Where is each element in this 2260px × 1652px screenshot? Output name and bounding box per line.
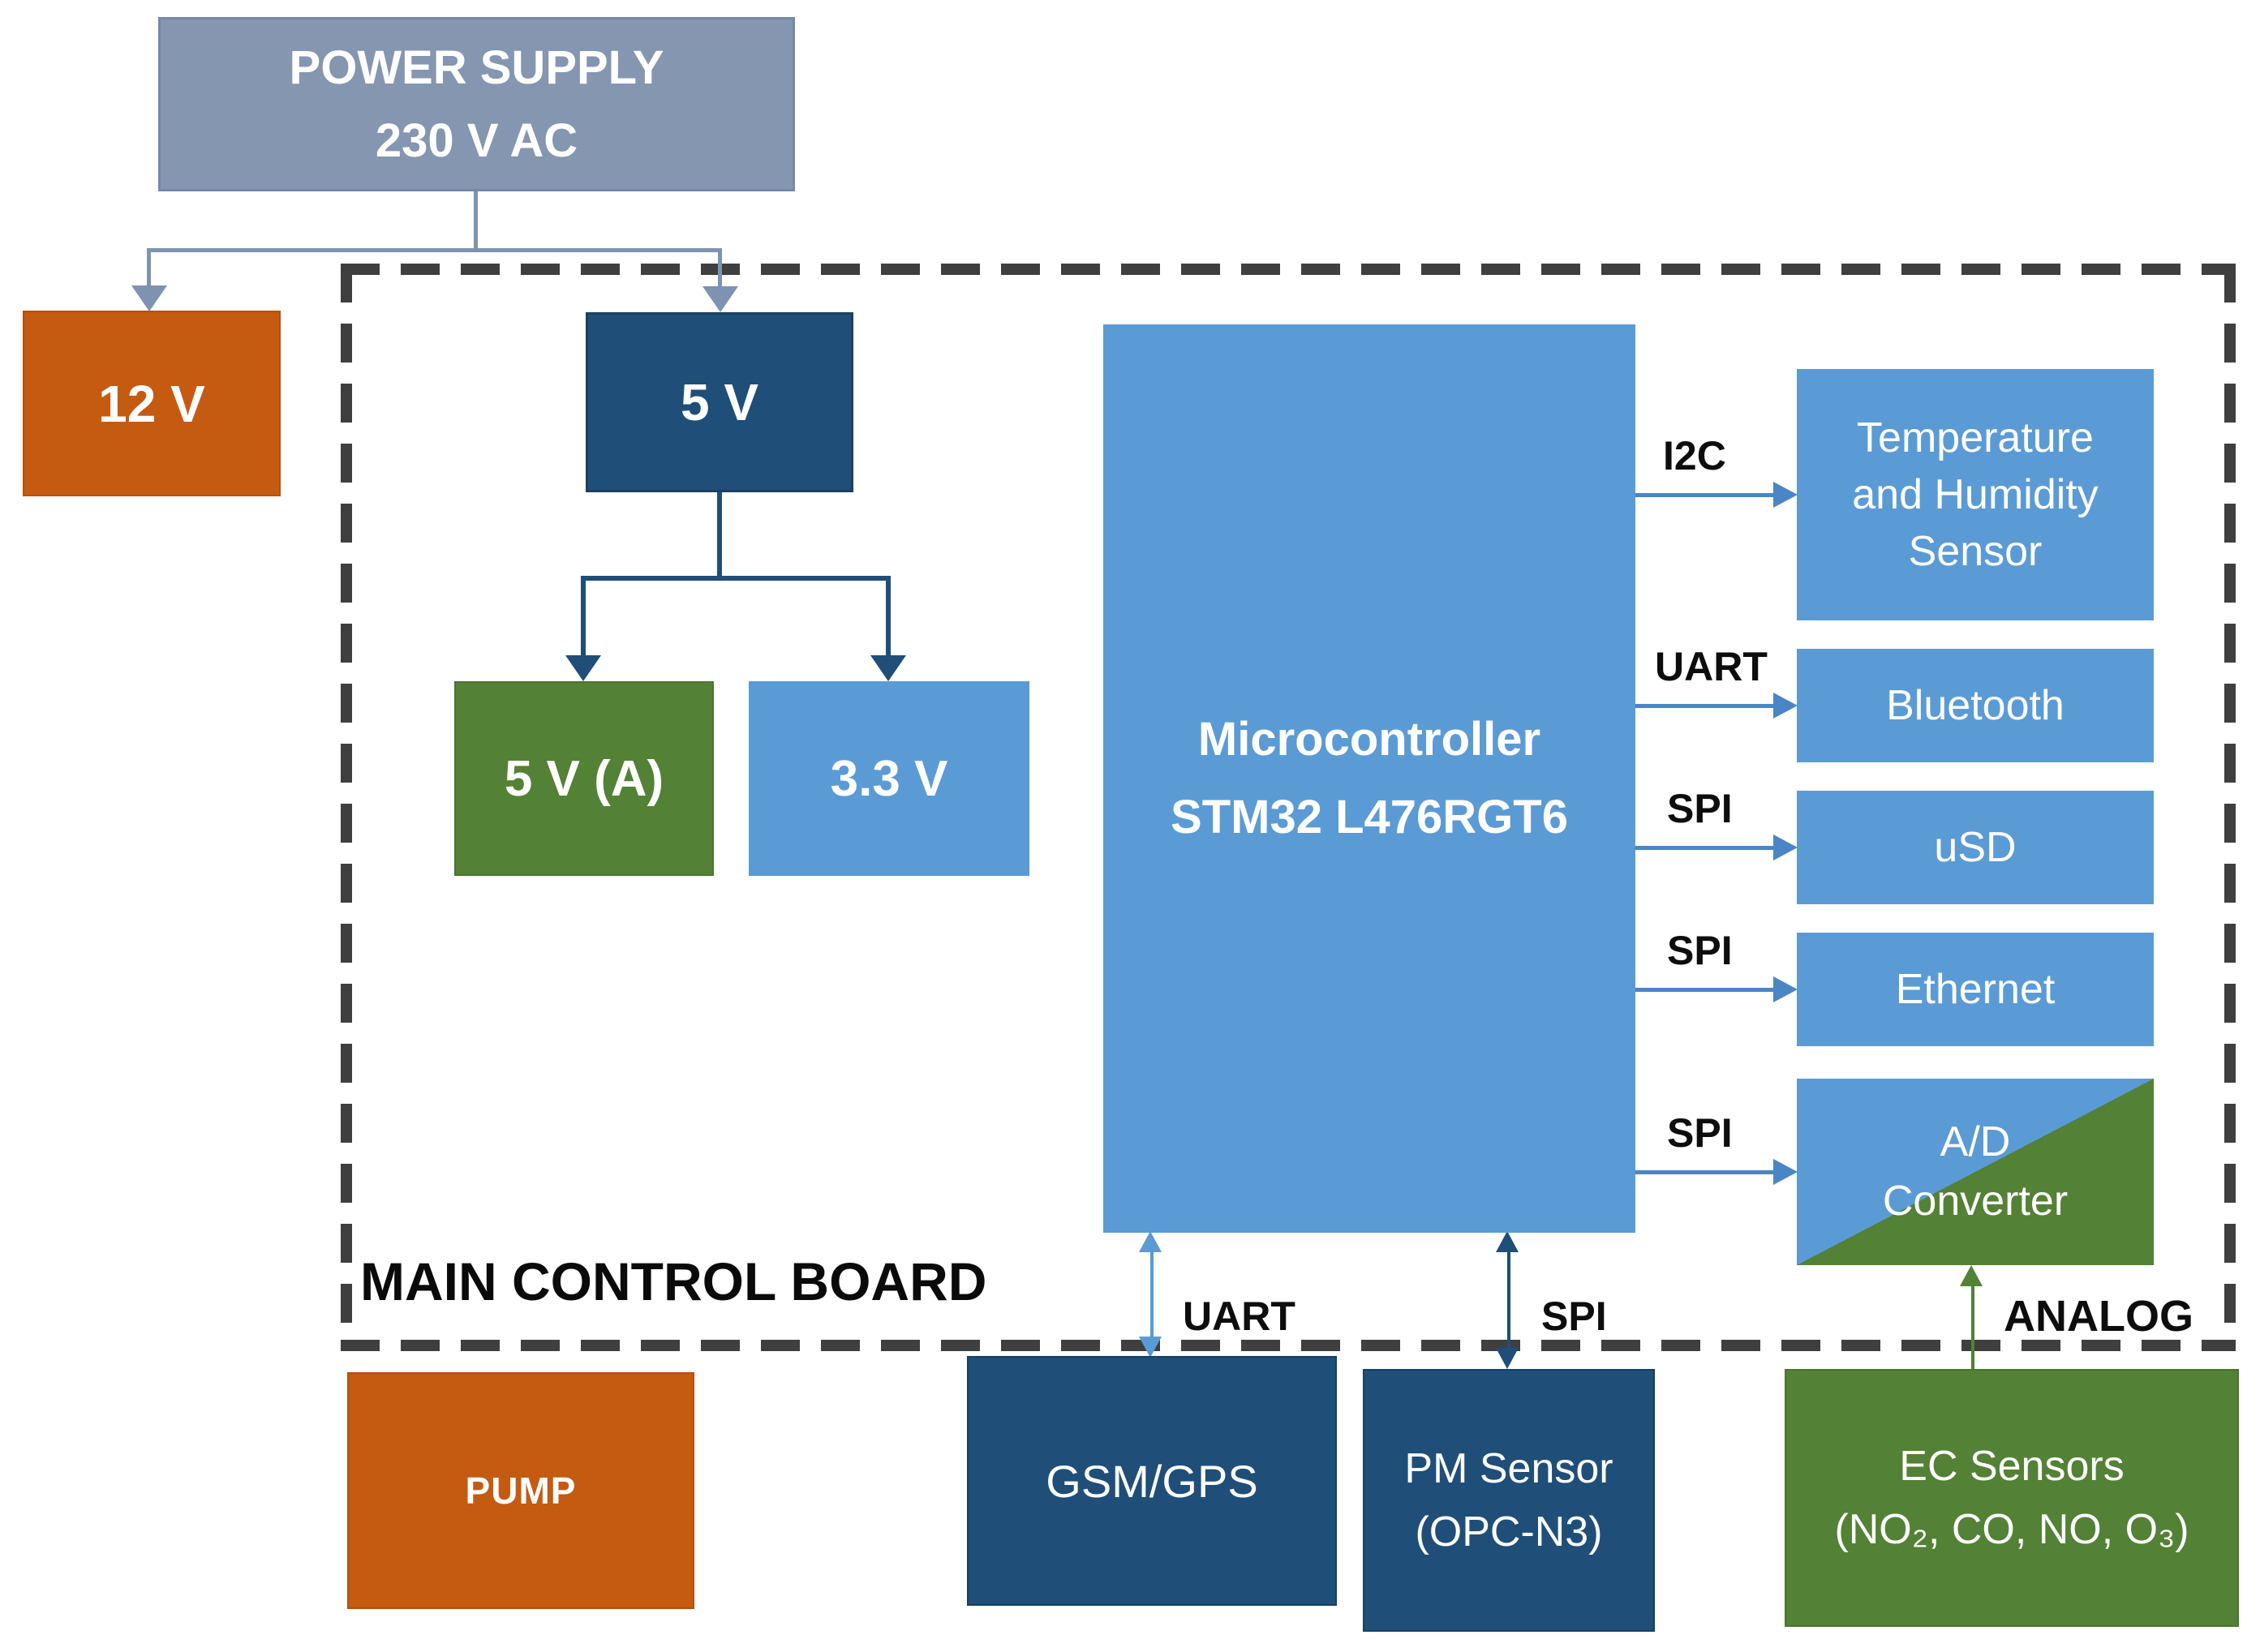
temp-sensor-label-line2: and Humidity	[1852, 470, 2099, 518]
spi-ethernet-bus-line	[1635, 988, 1773, 992]
ec-sensors-label-line1: EC Sensors	[1899, 1443, 2125, 1490]
microcontroller-box: Microcontroller STM32 L476RGT6	[1103, 324, 1635, 1233]
bluetooth-box: Bluetooth	[1797, 649, 2154, 762]
spi-adc-bus-line	[1635, 1170, 1773, 1174]
power-line-horizontal	[147, 248, 722, 252]
spi-pm-bus-label: SPI	[1541, 1294, 1607, 1339]
temperature-humidity-sensor-box: Temperature and Humidity Sensor	[1797, 369, 2154, 620]
ec-sensors-label-line2: (NO₂, CO, NO, O₃)	[1834, 1506, 2189, 1553]
rail-12v-box: 12 V	[23, 311, 281, 496]
ad-converter-box: A/D Converter	[1797, 1079, 2154, 1265]
gsm-gps-box: GSM/GPS	[967, 1356, 1337, 1606]
arrow-right-icon	[1773, 482, 1798, 508]
line-to-5va	[581, 581, 586, 655]
analog-bus-label: ANALOG	[2004, 1292, 2193, 1341]
arrow-up-icon	[1139, 1231, 1162, 1252]
pm-sensor-box: PM Sensor (OPC-N3)	[1363, 1369, 1655, 1632]
gsm-gps-label: GSM/GPS	[1046, 1455, 1258, 1507]
rail-5va-box: 5 V (A)	[454, 681, 714, 876]
rail-5v-box: 5 V	[586, 312, 853, 492]
power-line-to-5v	[718, 252, 722, 287]
uart-gsm-bus-label: UART	[1183, 1294, 1295, 1339]
arrow-down-icon	[1139, 1337, 1162, 1358]
arrow-down-icon	[702, 286, 738, 312]
rail-5v-label: 5 V	[680, 373, 759, 431]
line-to-33v	[886, 581, 891, 655]
temp-sensor-label-line1: Temperature	[1857, 414, 2094, 461]
usd-box: uSD	[1797, 791, 2154, 904]
temp-sensor-label-line3: Sensor	[1908, 528, 2043, 576]
pm-sensor-label-line1: PM Sensor	[1404, 1445, 1613, 1492]
ethernet-box: Ethernet	[1797, 933, 2154, 1046]
spi-adc-bus-label: SPI	[1667, 1110, 1733, 1156]
i2c-bus-line	[1635, 493, 1773, 497]
rail-33v-label: 3.3 V	[830, 750, 948, 807]
line-5v-down	[717, 492, 722, 577]
ethernet-label: Ethernet	[1895, 966, 2056, 1013]
ad-converter-label-line2: Converter	[1882, 1178, 2069, 1225]
power-supply-box: POWER SUPPLY 230 V AC	[158, 17, 795, 191]
rail-33v-box: 3.3 V	[749, 681, 1029, 876]
usd-label: uSD	[1934, 824, 2017, 871]
spi-ethernet-bus-label: SPI	[1667, 928, 1733, 973]
spi-usd-bus-label: SPI	[1667, 786, 1733, 831]
arrow-down-icon	[565, 655, 601, 681]
line-5v-horizontal	[581, 576, 891, 581]
uart-gsm-line	[1150, 1252, 1154, 1337]
spi-usd-bus-line	[1635, 846, 1773, 850]
arrow-down-icon	[1496, 1348, 1519, 1369]
microcontroller-label: Microcontroller	[1197, 713, 1541, 766]
board-border-bottom	[341, 1340, 2236, 1351]
main-control-board-title: MAIN CONTROL BOARD	[360, 1251, 987, 1311]
power-line-down	[474, 191, 478, 249]
power-supply-label: POWER SUPPLY	[289, 41, 664, 94]
analog-line	[1971, 1286, 1974, 1369]
rail-5va-label: 5 V (A)	[504, 750, 664, 807]
rail-12v-label: 12 V	[98, 374, 205, 433]
arrow-up-icon	[1960, 1265, 1983, 1286]
arrow-down-icon	[870, 655, 906, 681]
bluetooth-label: Bluetooth	[1886, 682, 2065, 729]
board-border-left	[341, 264, 352, 1351]
microcontroller-part-number: STM32 L476RGT6	[1171, 791, 1568, 843]
arrow-right-icon	[1773, 693, 1798, 719]
arrow-right-icon	[1773, 976, 1798, 1002]
arrow-up-icon	[1496, 1231, 1519, 1252]
arrow-right-icon	[1773, 835, 1798, 860]
power-line-to-12v	[147, 252, 151, 286]
board-border-top	[341, 264, 2236, 275]
spi-pm-line	[1507, 1252, 1510, 1349]
ec-sensors-box: EC Sensors (NO₂, CO, NO, O₃)	[1785, 1369, 2239, 1627]
ad-converter-label-line1: A/D	[1940, 1118, 2011, 1166]
pm-sensor-label-line2: (OPC-N3)	[1415, 1508, 1603, 1555]
uart-bluetooth-bus-label: UART	[1655, 644, 1768, 689]
pump-label: PUMP	[465, 1470, 577, 1512]
arrow-right-icon	[1773, 1159, 1798, 1185]
power-supply-voltage: 230 V AC	[375, 114, 578, 167]
uart-bus-line	[1635, 704, 1773, 708]
arrow-down-icon	[131, 285, 167, 311]
i2c-bus-label: I2C	[1663, 433, 1726, 478]
board-border-right	[2224, 264, 2236, 1351]
pump-box: PUMP	[347, 1372, 694, 1609]
